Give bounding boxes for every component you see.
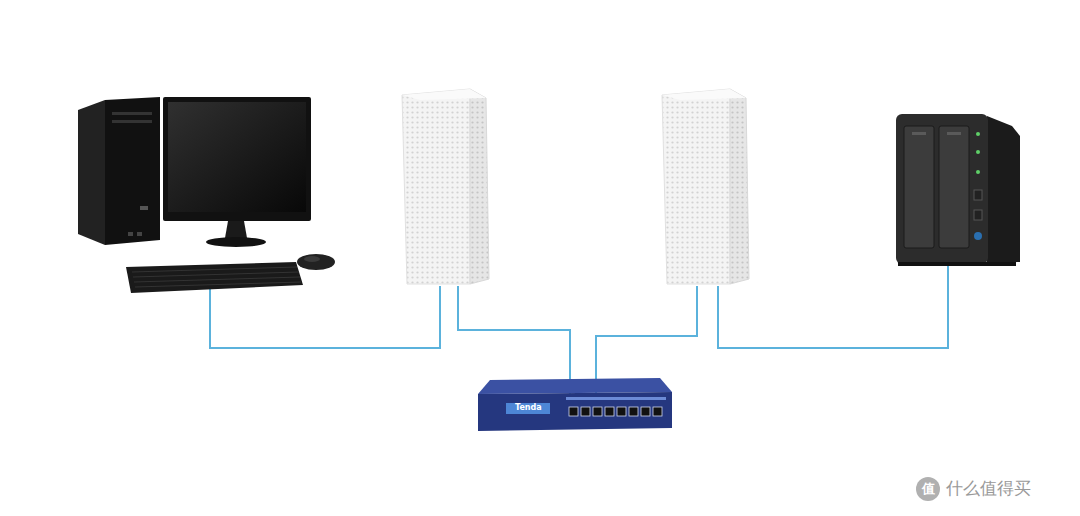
nas-device bbox=[974, 232, 982, 240]
nas-device bbox=[974, 210, 982, 220]
nas-device bbox=[896, 114, 988, 264]
network-switch bbox=[581, 407, 590, 416]
mesh-router bbox=[730, 89, 749, 284]
network-switch bbox=[641, 407, 650, 416]
desktop-computer bbox=[133, 272, 299, 277]
network-switch bbox=[506, 403, 550, 414]
desktop-computer bbox=[134, 277, 300, 282]
nas-device bbox=[896, 114, 1020, 266]
desktop-computer bbox=[304, 256, 320, 262]
mesh-router bbox=[470, 89, 489, 284]
network-cable bbox=[718, 258, 948, 348]
watermark-text: 什么值得买 bbox=[946, 479, 1031, 498]
nas-device bbox=[974, 190, 982, 200]
nas-device bbox=[912, 132, 926, 135]
network-switch bbox=[478, 378, 672, 394]
mesh-router bbox=[662, 89, 746, 100]
nas-device bbox=[904, 126, 934, 248]
nas-device bbox=[898, 262, 1016, 266]
network-switch bbox=[566, 397, 666, 400]
nas-device bbox=[939, 126, 969, 248]
desktop-computer bbox=[112, 112, 152, 115]
desktop-computer bbox=[225, 221, 247, 238]
nas-device bbox=[976, 150, 980, 154]
desktop-computer bbox=[78, 97, 335, 293]
mesh-router bbox=[402, 89, 486, 100]
desktop-computer bbox=[135, 282, 301, 287]
desktop-computer bbox=[128, 232, 133, 236]
nas-device bbox=[976, 170, 980, 174]
watermark-icon bbox=[916, 477, 940, 501]
network-switch bbox=[569, 407, 578, 416]
desktop-computer bbox=[168, 102, 306, 212]
desktop-computer bbox=[297, 254, 335, 270]
nas-device bbox=[947, 132, 961, 135]
network-switch bbox=[478, 378, 672, 431]
network-switch bbox=[653, 407, 662, 416]
mesh-router bbox=[662, 89, 730, 284]
network-switch bbox=[617, 407, 626, 416]
desktop-computer bbox=[126, 262, 303, 293]
network-switch bbox=[569, 407, 662, 416]
desktop-computer bbox=[105, 97, 160, 245]
desktop-computer bbox=[163, 97, 311, 221]
desktop-computer bbox=[112, 120, 152, 123]
nas-device bbox=[987, 116, 1020, 263]
brand-label: Tenda bbox=[515, 404, 542, 413]
network-cable bbox=[210, 286, 440, 348]
desktop-computer bbox=[206, 237, 266, 247]
mesh-router bbox=[402, 89, 489, 284]
desktop-computer bbox=[78, 100, 105, 245]
mesh-router bbox=[402, 89, 470, 284]
desktop-computer bbox=[132, 267, 297, 272]
network-switch bbox=[629, 407, 638, 416]
nas-device bbox=[976, 132, 980, 136]
desktop-computer bbox=[137, 232, 142, 236]
watermark-logo: 值 bbox=[922, 482, 935, 496]
network-switch bbox=[593, 407, 602, 416]
desktop-computer bbox=[132, 267, 301, 287]
desktop-computer bbox=[140, 206, 148, 210]
network-cable bbox=[210, 258, 948, 410]
network-switch bbox=[478, 392, 672, 431]
mesh-router bbox=[662, 89, 749, 284]
network-switch bbox=[605, 407, 614, 416]
